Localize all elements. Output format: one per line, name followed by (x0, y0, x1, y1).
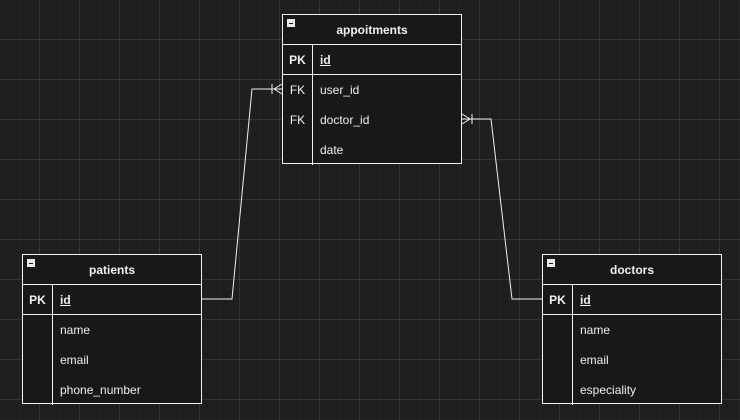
key-label: PK (283, 45, 313, 74)
table-row[interactable]: email (23, 345, 201, 375)
collapse-icon[interactable] (287, 19, 295, 27)
key-label: FK (283, 75, 313, 105)
table-row[interactable]: FK doctor_id (283, 105, 461, 135)
entity-title: doctors (609, 262, 654, 277)
collapse-icon[interactable] (27, 259, 35, 267)
key-label: PK (543, 285, 573, 314)
key-label (23, 375, 53, 405)
entity-appointments[interactable]: appoitments PK id FK user_id FK doctor_i… (282, 14, 462, 165)
table-row[interactable]: especiality (543, 375, 721, 405)
table-row[interactable]: FK user_id (283, 75, 461, 105)
field-name: date (320, 143, 344, 157)
collapse-icon[interactable] (547, 259, 555, 267)
table-row-pk[interactable]: PK id (283, 45, 461, 75)
entity-title: patients (88, 262, 135, 277)
key-label (283, 135, 313, 165)
key-label (543, 345, 573, 375)
crow-foot-many-doctor-id (461, 113, 473, 125)
field-name: id (60, 292, 71, 307)
key-label (543, 375, 573, 405)
field-name: name (580, 323, 611, 337)
field-name: phone_number (60, 383, 141, 397)
entity-title: appoitments (336, 22, 408, 37)
table-row-pk[interactable]: PK id (23, 285, 201, 315)
table-row-pk[interactable]: PK id (543, 285, 721, 315)
field-name: id (580, 292, 591, 307)
table-row[interactable]: name (543, 315, 721, 345)
key-label (23, 315, 53, 345)
field-name: doctor_id (320, 113, 370, 127)
key-label: FK (283, 105, 313, 135)
field-name: email (580, 353, 609, 367)
field-name: user_id (320, 83, 360, 97)
entity-header[interactable]: patients (23, 255, 201, 285)
table-row[interactable]: email (543, 345, 721, 375)
field-name: especiality (580, 383, 637, 397)
field-name: id (320, 52, 331, 67)
table-row[interactable]: date (283, 135, 461, 165)
key-label (23, 345, 53, 375)
key-label (543, 315, 573, 345)
key-label: PK (23, 285, 53, 314)
entity-patients[interactable]: patients PK id name email phone_number (22, 254, 202, 405)
entity-doctors[interactable]: doctors PK id name email especiality (542, 254, 722, 405)
table-row[interactable]: phone_number (23, 375, 201, 405)
entity-header[interactable]: appoitments (283, 15, 461, 45)
field-name: email (60, 353, 89, 367)
relationship-doctors-appointments[interactable] (462, 118, 542, 300)
field-name: name (60, 323, 91, 337)
table-row[interactable]: name (23, 315, 201, 345)
entity-header[interactable]: doctors (543, 255, 721, 285)
relationship-patients-appointments[interactable] (202, 88, 282, 300)
crow-foot-many-user-id (271, 83, 283, 95)
